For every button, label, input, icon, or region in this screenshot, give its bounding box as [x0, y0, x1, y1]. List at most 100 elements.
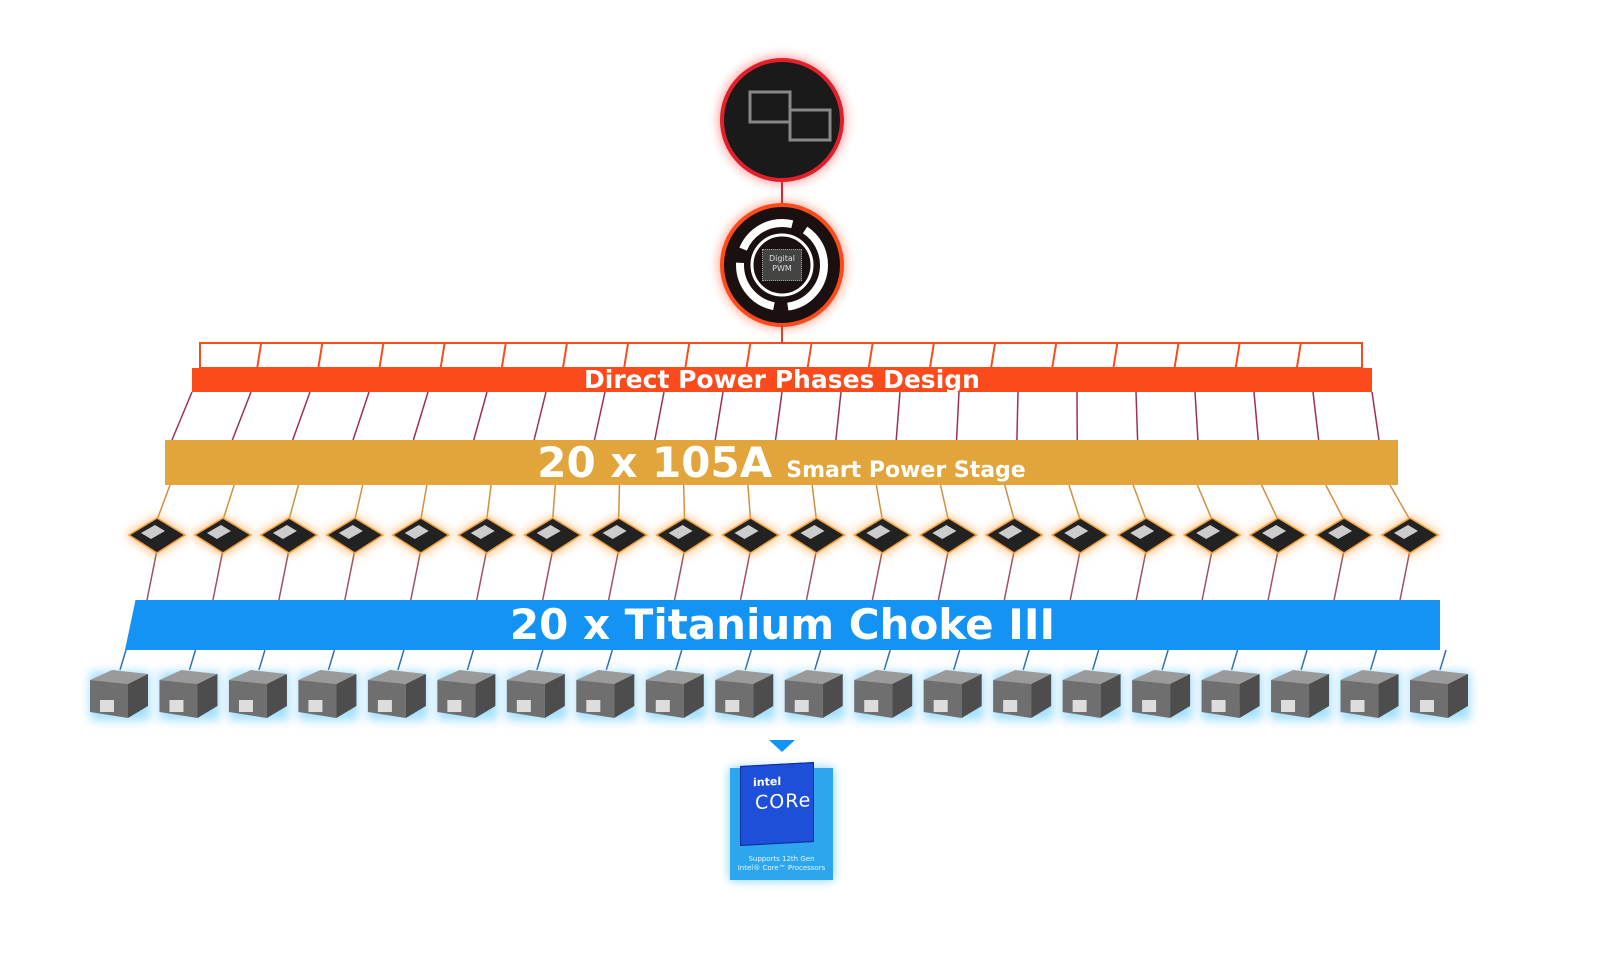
- choke-side: [336, 674, 357, 718]
- pwm-label: PWM: [772, 264, 792, 273]
- grid-line: [485, 484, 492, 521]
- choke-pad: [447, 700, 462, 712]
- intel-brand: intel: [753, 774, 782, 790]
- choke-pad: [100, 700, 114, 712]
- direct-power-banner: Direct Power Phases Design: [192, 367, 1372, 392]
- power-stage-die: [668, 525, 693, 539]
- grid-line: [1022, 649, 1030, 671]
- choke-top: [1062, 670, 1121, 684]
- grid-line: [593, 391, 606, 441]
- choke-top: [715, 670, 774, 684]
- grid-line: [739, 549, 752, 601]
- grid-line: [541, 549, 554, 601]
- choke-front: [715, 680, 754, 718]
- grid-line: [1004, 484, 1016, 521]
- grid-line: [955, 391, 960, 441]
- choke-top: [1132, 670, 1191, 684]
- grid-line: [1194, 391, 1199, 441]
- grid-line: [466, 649, 475, 671]
- choke-pad: [1211, 700, 1226, 712]
- grid-line: [607, 549, 620, 601]
- grid-line: [939, 484, 950, 521]
- grid-line: [952, 649, 961, 671]
- choke-front: [1201, 680, 1240, 718]
- grid-line: [420, 484, 428, 521]
- stage-count: 20 x 105A: [537, 438, 773, 487]
- grid-line: [805, 549, 818, 601]
- grid-line: [551, 484, 557, 521]
- grid-line: [1196, 484, 1213, 521]
- power-stage-die: [1130, 525, 1155, 539]
- grid-line: [895, 391, 901, 441]
- grid-line: [500, 342, 507, 369]
- grid-line: [439, 342, 446, 369]
- choke-side: [1239, 674, 1260, 718]
- power-stage-die: [206, 525, 231, 539]
- grid-line: [1389, 484, 1411, 521]
- choke-front: [1271, 680, 1310, 718]
- grid-line: [1016, 391, 1019, 441]
- grid-line: [673, 549, 686, 601]
- power-stage-die: [141, 525, 165, 539]
- choke-top: [993, 670, 1052, 684]
- intel-logo: intel CORe: [740, 762, 814, 846]
- power-stage-die: [1064, 525, 1089, 539]
- grid-line: [256, 342, 263, 369]
- choke-top: [298, 670, 357, 684]
- choke-pad: [794, 700, 809, 712]
- choke-top: [923, 670, 982, 684]
- grid-line: [536, 649, 544, 671]
- choke-front: [1132, 680, 1171, 718]
- grid-line: [745, 342, 752, 369]
- grid-line: [1333, 549, 1345, 601]
- grid-line: [714, 391, 724, 441]
- choke-pad: [1072, 700, 1087, 712]
- grid-line: [473, 391, 488, 441]
- grid-line: [119, 649, 127, 671]
- grid-line: [231, 391, 252, 441]
- power-stage-die: [1328, 525, 1353, 539]
- choke-side: [892, 674, 913, 718]
- choke-front: [228, 680, 267, 718]
- choke-side: [405, 674, 426, 718]
- grid-line: [1325, 484, 1345, 521]
- grid-line: [1371, 391, 1380, 441]
- grid-line: [1003, 549, 1016, 601]
- choke-front: [506, 680, 545, 718]
- choke-front: [367, 680, 406, 718]
- grid-line: [867, 342, 874, 369]
- grid-line: [871, 549, 884, 601]
- choke-side: [128, 674, 148, 718]
- grid-line: [1068, 484, 1081, 521]
- power-stage-die: [536, 525, 561, 539]
- choke-top: [576, 670, 635, 684]
- grid-line: [774, 391, 783, 441]
- grid-line: [617, 484, 621, 521]
- choke-front: [923, 680, 962, 718]
- power-stage-die: [404, 525, 429, 539]
- stage-label: Smart Power Stage: [786, 458, 1026, 483]
- power-stage-die: [866, 525, 891, 539]
- pwm-label: Digital: [769, 254, 795, 263]
- grid-line: [1253, 391, 1260, 441]
- grid-line: [623, 342, 630, 369]
- choke-side: [197, 674, 218, 718]
- choke-side: [822, 674, 843, 718]
- choke-top: [367, 670, 426, 684]
- grid-line: [654, 391, 665, 441]
- grid-line: [1399, 549, 1411, 601]
- choke-banner: 20 x Titanium Choke III: [125, 600, 1440, 650]
- grid-line: [212, 549, 224, 601]
- choke-side: [1378, 674, 1399, 718]
- grid-line: [327, 649, 336, 671]
- choke-pad: [725, 700, 740, 712]
- grid-line: [883, 649, 891, 671]
- grid-line: [146, 549, 158, 601]
- grid-line: [1173, 342, 1180, 369]
- grid-line: [1091, 649, 1100, 671]
- choke-front: [437, 680, 476, 718]
- grid-line: [811, 484, 818, 521]
- grid-line: [835, 391, 842, 441]
